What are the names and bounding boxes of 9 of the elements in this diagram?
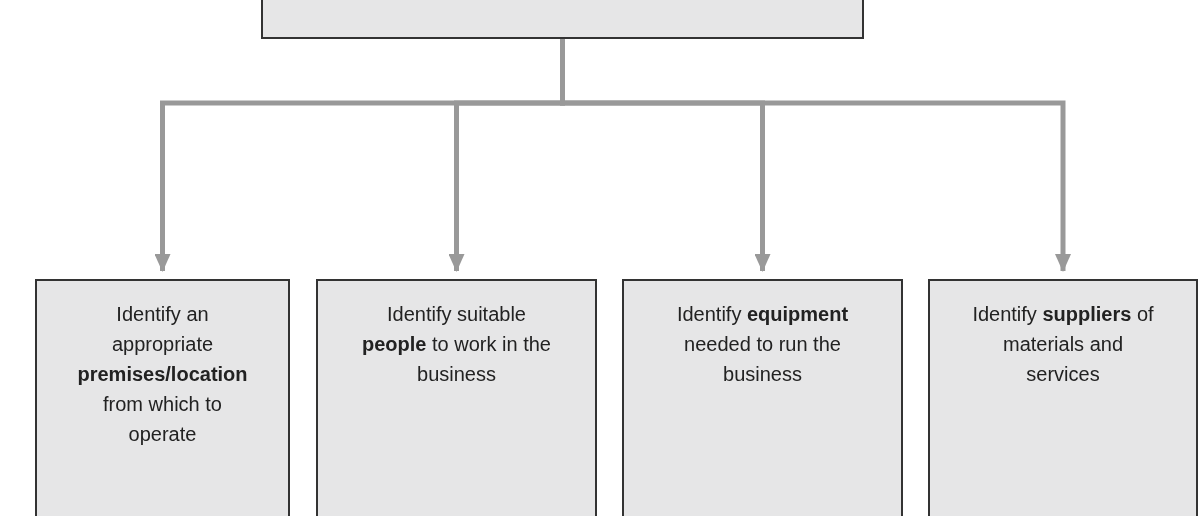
- process-box: [316, 279, 597, 516]
- box-text: Identify equipment needed to run the business: [675, 302, 850, 387]
- process-box: [35, 279, 290, 516]
- header-box: [261, 0, 864, 39]
- process-box: [622, 279, 903, 516]
- process-box: [928, 279, 1198, 516]
- box-text: Identify suppliers of materials and services: [971, 302, 1155, 387]
- box-text: Identify an appropriate premises/location from which to operate: [77, 302, 248, 447]
- box-text: Identify suitable people to work in the business: [361, 302, 552, 387]
